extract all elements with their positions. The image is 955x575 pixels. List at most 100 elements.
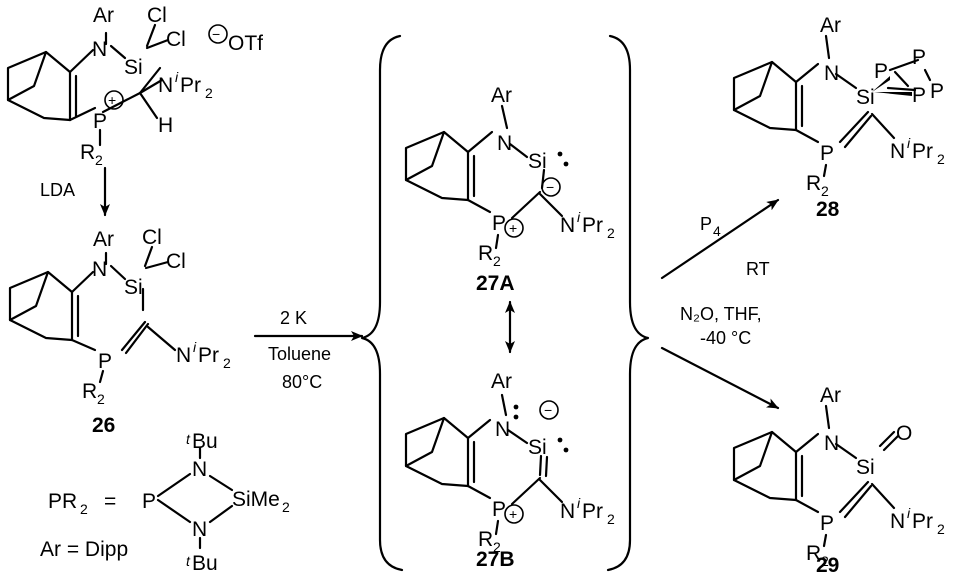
atom-plus: +	[509, 506, 517, 522]
atom-simep: SiMe	[232, 488, 280, 511]
atom-n: N	[824, 62, 839, 85]
atom-sub-2: 2	[80, 501, 88, 517]
compound-precursor-structure	[6, 23, 228, 147]
atom-sub-2: 2	[607, 225, 615, 241]
atom-ar: Ar	[820, 384, 841, 407]
atom-cl: Cl	[166, 28, 186, 51]
atom-n: N	[560, 500, 575, 523]
atom-ar: Ar	[93, 4, 114, 27]
compound-26-structure	[8, 245, 177, 384]
atom-sub-2: 2	[97, 391, 105, 407]
condition-2k: 2 K	[280, 308, 307, 328]
compound-27b-structure	[404, 393, 569, 536]
compound-29-structure	[732, 404, 900, 548]
atom-ipr: Pr	[582, 214, 603, 237]
atom-p: P	[98, 350, 112, 373]
atom-i: i	[577, 495, 581, 511]
atom-n: N	[890, 510, 905, 533]
compound-28-structure	[732, 34, 932, 178]
atom-p: P	[820, 512, 834, 535]
atom-sub-2: 2	[937, 151, 945, 167]
atom-ipr: Pr	[582, 500, 603, 523]
atom-n: N	[495, 418, 510, 441]
atom-n: N	[192, 458, 207, 481]
atom-p: P	[492, 212, 506, 235]
atom-sub-2: 2	[821, 553, 829, 569]
atom-si: Si	[124, 56, 143, 79]
atom-n: N	[497, 132, 512, 155]
atom-p: P	[820, 142, 834, 165]
condition-p4: P	[700, 214, 712, 234]
atom-n: N	[824, 432, 839, 455]
condition-lda: LDA	[40, 180, 75, 200]
atom-si: Si	[124, 276, 143, 299]
atom-si: Si	[528, 150, 547, 173]
atom-cl: Cl	[147, 4, 167, 27]
atom-i: i	[577, 209, 581, 225]
compound-28-label: 28	[816, 198, 840, 221]
arrow-n2o	[660, 346, 780, 410]
atom-r: R	[80, 141, 95, 164]
atom-n: N	[92, 38, 107, 61]
atom-sub-2: 2	[282, 499, 290, 515]
atom-r: R	[806, 172, 821, 195]
atom-t: t	[186, 431, 191, 447]
atom-ipr: Pr	[912, 510, 933, 533]
atom-ipr: Pr	[180, 74, 201, 97]
atom-sub-2: 2	[493, 539, 501, 555]
pr2-definition-structure	[156, 446, 234, 550]
atom-r: R	[806, 542, 821, 565]
condition-rt: RT	[746, 259, 770, 279]
compound-27a-structure	[404, 104, 569, 250]
atom-n: N	[890, 140, 905, 163]
atom-r: R	[478, 242, 493, 265]
compound-27a-label: 27A	[476, 272, 515, 295]
atom-minus: −	[212, 26, 220, 42]
atom-bu: Bu	[192, 430, 218, 453]
atom-si: Si	[856, 86, 875, 109]
condition-n2o: N₂O, THF,	[680, 304, 762, 324]
atom-sub-2: 2	[607, 511, 615, 527]
atom-r: R	[478, 528, 493, 551]
atom-ar: Ar	[491, 84, 512, 107]
atom-minus: −	[546, 179, 554, 195]
pr2-def-prefix: PR	[48, 490, 77, 513]
atom-ar: Ar	[820, 14, 841, 37]
atom-i: i	[193, 339, 197, 355]
atom-sub-2: 2	[205, 85, 213, 101]
atom-minus: −	[544, 402, 552, 418]
compound-29-label: 29	[816, 554, 839, 575]
atom-ipr: Pr	[912, 140, 933, 163]
atom-o: O	[896, 422, 912, 445]
condition-toluene: Toluene	[268, 344, 331, 364]
atom-n: N	[158, 74, 173, 97]
atom-bu: Bu	[192, 552, 218, 575]
pr2-def-equals: =	[104, 490, 116, 513]
atom-sub-2: 2	[821, 183, 829, 199]
ar-definition: Ar = Dipp	[40, 538, 128, 561]
atom-n: N	[176, 344, 191, 367]
compound-26-label: 26	[92, 414, 115, 437]
atom-h: H	[158, 114, 173, 137]
atom-ipr: Pr	[198, 344, 219, 367]
condition-80c: 80°C	[282, 372, 322, 392]
atom-p4-p: P	[912, 46, 926, 69]
atom-cl: Cl	[142, 226, 162, 249]
right-bracket	[606, 34, 650, 572]
atom-sub-2: 2	[95, 152, 103, 168]
atom-p: P	[142, 490, 156, 513]
atom-r: R	[82, 380, 97, 403]
atom-sub-2: 2	[493, 253, 501, 269]
atom-n: N	[92, 258, 107, 281]
atom-p: P	[492, 498, 506, 521]
atom-plus: +	[509, 220, 517, 236]
condition-minus40: -40 °C	[700, 328, 751, 348]
atom-n: N	[192, 518, 207, 541]
atom-p4-p: P	[930, 80, 944, 103]
atom-plus: +	[108, 92, 116, 108]
compound-27b-label: 27B	[476, 548, 515, 571]
arrow-p4	[660, 198, 780, 280]
atom-cl: Cl	[166, 250, 186, 273]
atom-t: t	[186, 553, 191, 569]
